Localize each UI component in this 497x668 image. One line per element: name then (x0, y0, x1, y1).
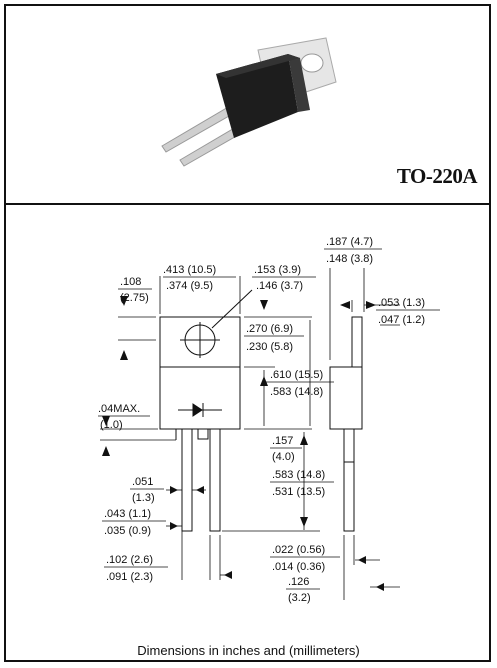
lead-right (209, 428, 221, 532)
dim-lead-base-mm: (1.0) (100, 419, 123, 431)
dim-lead-side-in: .022 (0.56) (272, 544, 325, 556)
dim-lead-thk-mm: .035 (0.9) (104, 525, 151, 537)
dim-lead-len-in: .583 (14.8) (272, 469, 325, 481)
dim-side-off-mm: (3.2) (288, 592, 311, 604)
dim-hole-top-mm: (2.75) (120, 292, 149, 304)
dim-pitch-mm: .091 (2.3) (106, 571, 153, 583)
dim-lead-thk-in: .043 (1.1) (104, 508, 151, 520)
dim-tab-h-mm: .230 (5.8) (246, 341, 293, 353)
body-outline (159, 366, 241, 430)
dim-total-h-in: .610 (15.5) (270, 369, 323, 381)
lead-left (181, 428, 193, 532)
dim-tab-width-mm: .374 (9.5) (166, 280, 213, 292)
dim-lead-len-mm: .531 (13.5) (272, 486, 325, 498)
dim-pitch-in: .102 (2.6) (106, 554, 153, 566)
component-photo (161, 37, 337, 167)
photo-panel (4, 4, 491, 205)
side-body (329, 366, 363, 430)
dim-hole-top-in: .108 (120, 276, 141, 288)
dim-lead-w-mm: (1.3) (132, 492, 155, 504)
dim-lead-side-mm: .014 (0.36) (272, 561, 325, 573)
caption: Dimensions in inches and (millimeters) (137, 643, 360, 658)
dim-body-lead-in: .157 (272, 435, 293, 447)
dim-hole-in: .153 (3.9) (254, 264, 301, 276)
package-name: TO-220A (396, 164, 478, 188)
dim-body-thk-mm: .148 (3.8) (326, 253, 373, 265)
dim-lead-w-in: .051 (132, 476, 153, 488)
dim-tab-h-in: .270 (6.9) (246, 323, 293, 335)
dim-tab-width-in: .413 (10.5) (163, 264, 216, 276)
dim-lead-base-in: .04MAX. (98, 403, 140, 415)
dim-body-thk-in: .187 (4.7) (326, 236, 373, 248)
dim-side-off-in: .126 (288, 576, 309, 588)
dim-hole-mm: .146 (3.7) (256, 280, 303, 292)
side-tab (351, 316, 363, 368)
dim-tab-thk-in: .053 (1.3) (378, 297, 425, 309)
outer-frame (4, 4, 491, 662)
dim-body-lead-mm: (4.0) (272, 451, 295, 463)
side-lead (343, 428, 355, 532)
dim-total-h-mm: .583 (14.8) (270, 386, 323, 398)
dim-tab-thk-mm: .047 (1.2) (378, 314, 425, 326)
